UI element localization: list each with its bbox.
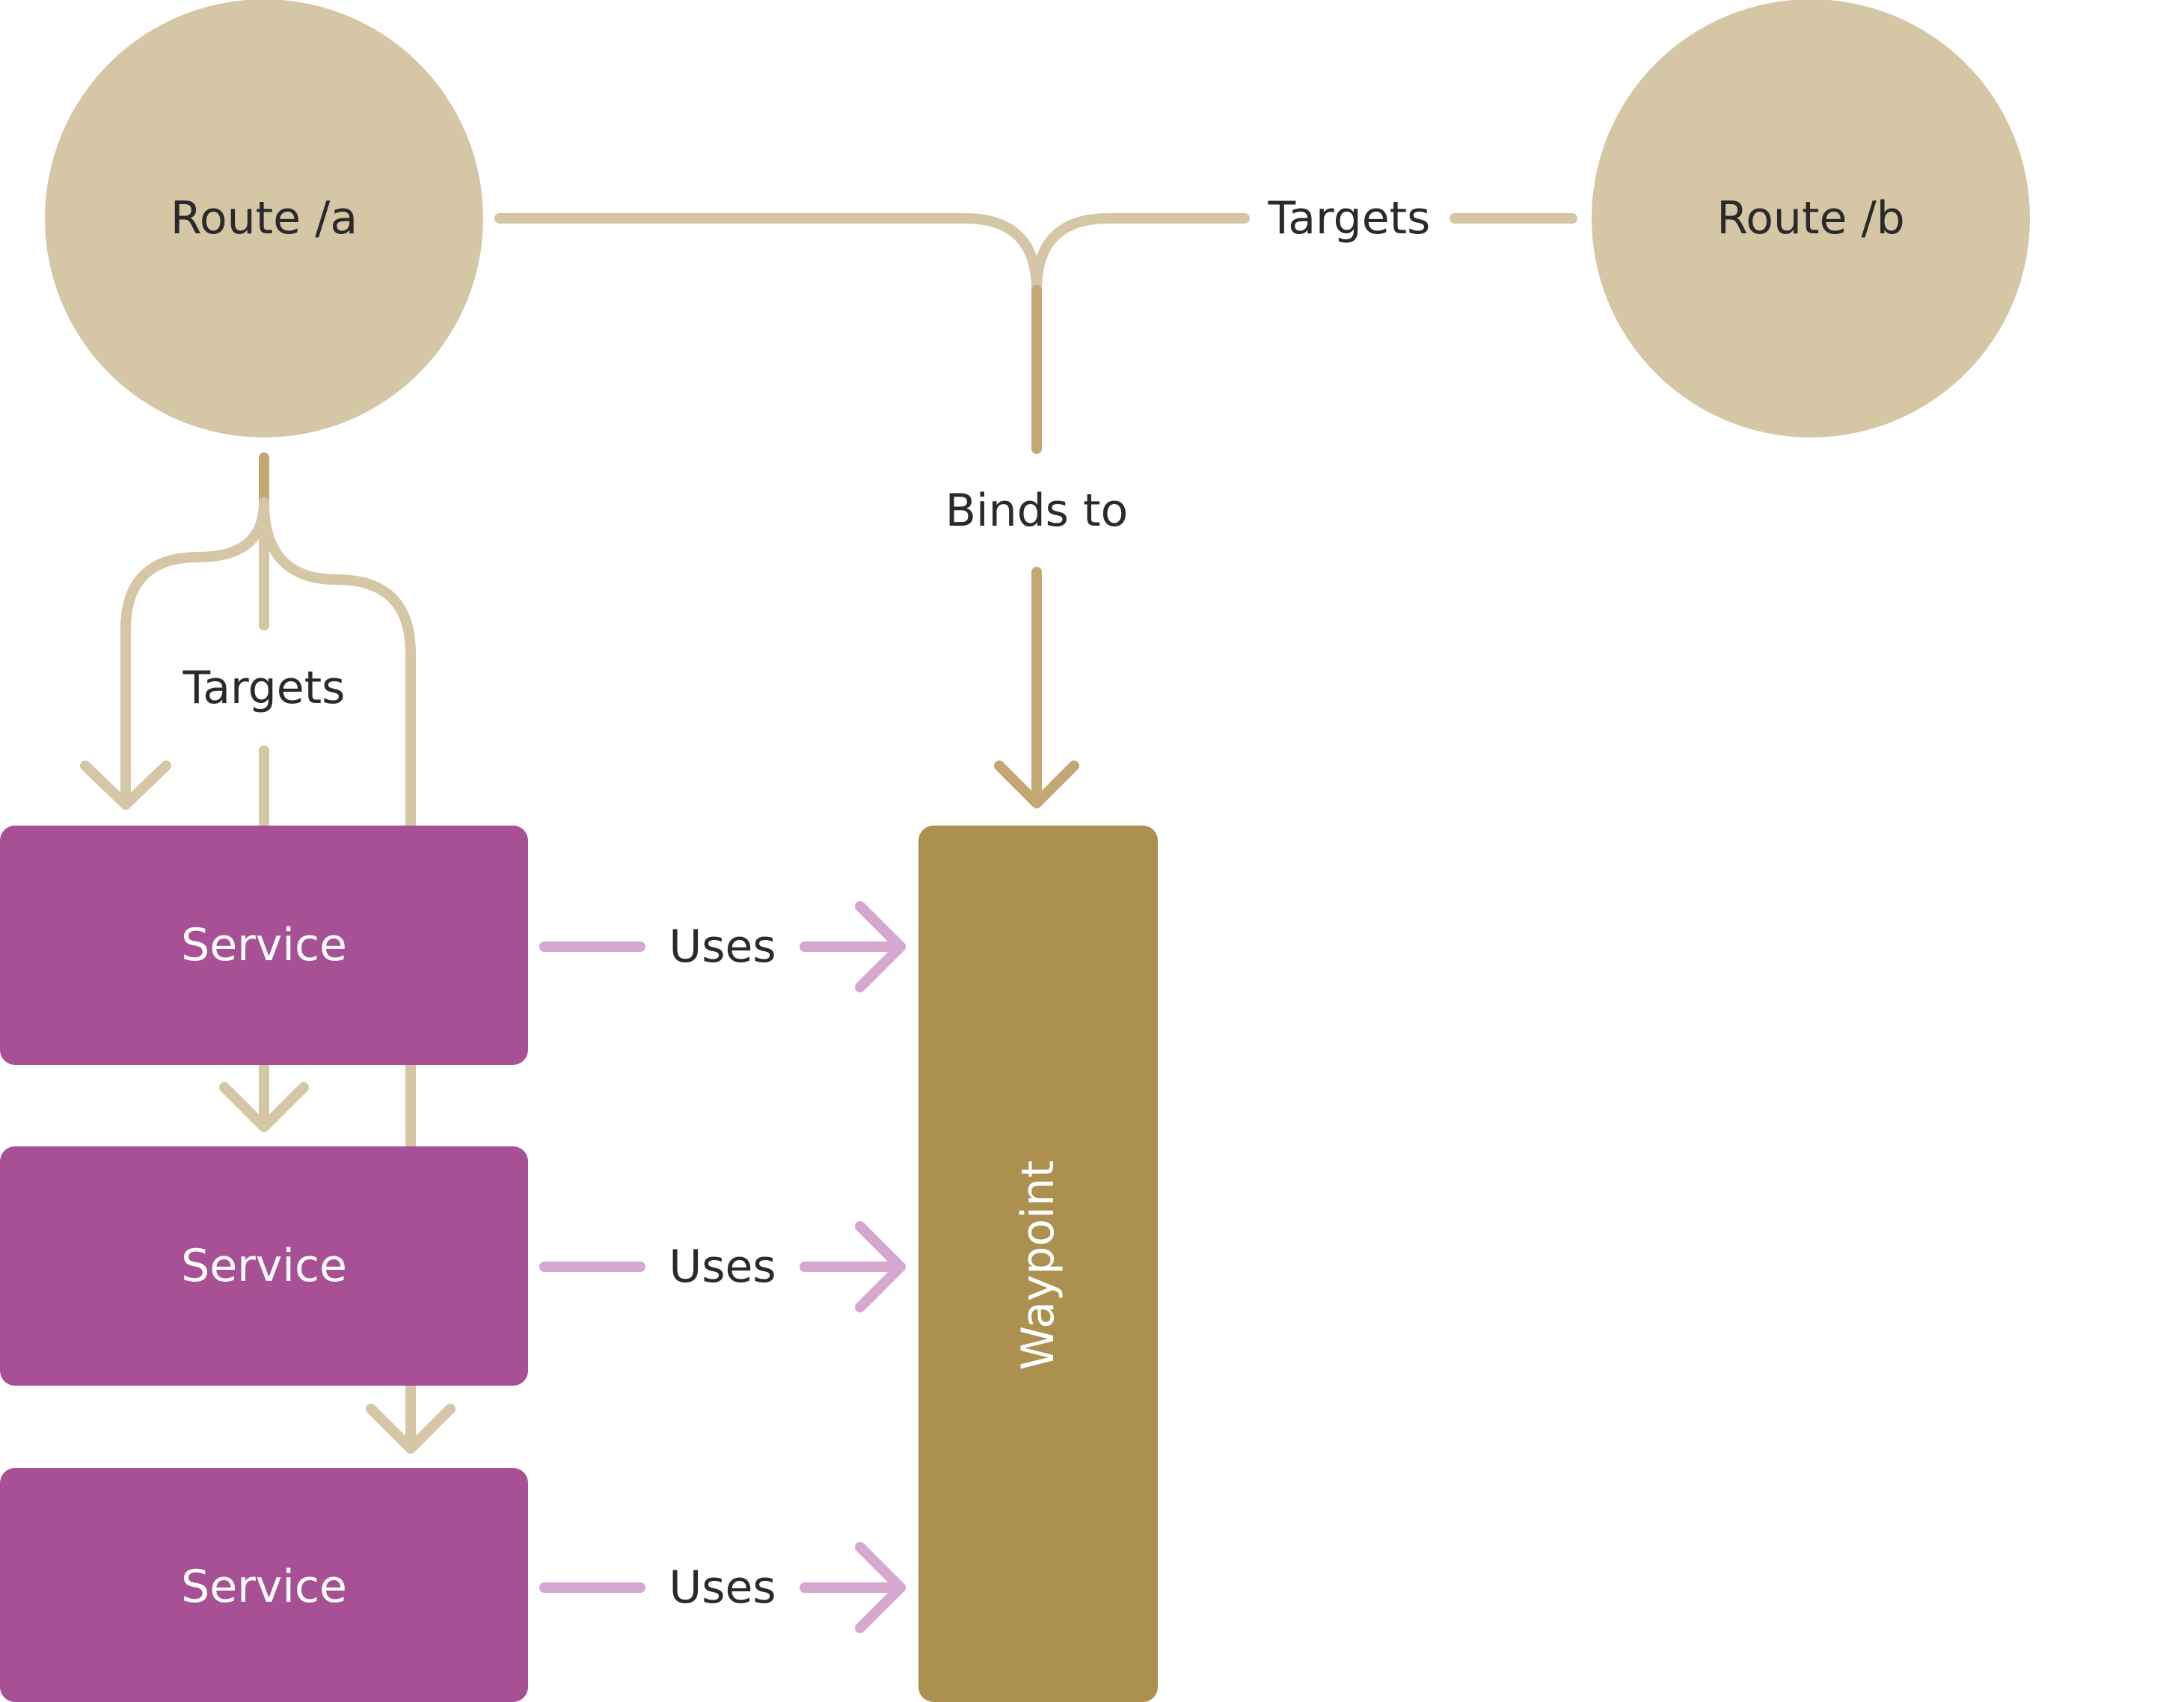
binds-to-arrowhead [994, 761, 1079, 808]
uses-3-label: Uses [669, 1561, 776, 1614]
service-2-label: Service [181, 1240, 347, 1292]
uses-1-label: Uses [669, 921, 776, 973]
targets-service-1-left-line [120, 497, 269, 808]
targets-services-label: Targets [182, 662, 346, 714]
waypoint-node [918, 826, 1158, 1702]
targets-right-line [259, 497, 416, 831]
uses-1-arrowhead [855, 901, 906, 992]
route-b-label: Route /b [1717, 192, 1905, 245]
targets-service-1-left-arrowhead [80, 761, 171, 810]
route-b-to-merge-line [1031, 213, 1250, 295]
waypoint-label: Waypoint [1012, 1161, 1064, 1371]
service-node-2 [0, 1146, 528, 1386]
targets-routes-label: Targets [1268, 192, 1431, 245]
service-node-3 [0, 1468, 528, 1702]
binds-to-label: Binds to [945, 485, 1129, 537]
service-node-1 [0, 826, 528, 1065]
targets-service-2-arrowhead [219, 1082, 309, 1132]
route-a-label: Route /a [171, 192, 358, 245]
uses-3-arrowhead [855, 1542, 906, 1633]
uses-2-arrowhead [855, 1221, 906, 1312]
service-3-label: Service [181, 1561, 347, 1613]
route-a-to-merge-line [494, 213, 1042, 295]
uses-2-label: Uses [669, 1241, 776, 1293]
route-a-node [45, 0, 483, 437]
route-b-node [1592, 0, 2030, 437]
service-1-label: Service [181, 919, 347, 971]
targets-service-3-arrowhead [366, 1404, 455, 1454]
